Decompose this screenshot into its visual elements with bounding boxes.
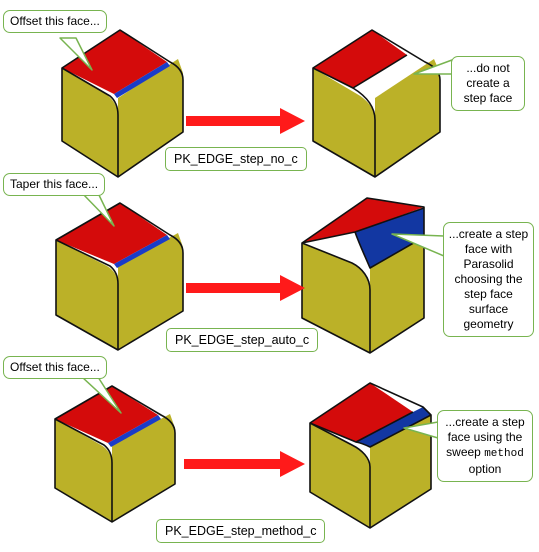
- source-block-1: [61, 29, 184, 178]
- right-callout-1: ...do not create a step face: [451, 56, 525, 111]
- step-option-label-3: PK_EDGE_step_method_c: [156, 519, 326, 543]
- step-option-label-3-text: PK_EDGE_step_method_c: [165, 524, 317, 538]
- row-1: [59, 29, 453, 178]
- step-option-label-2-text: PK_EDGE_step_auto_c: [175, 333, 310, 347]
- process-arrow-3: [184, 451, 305, 477]
- right-callout-3: ...create a step face using the sweep me…: [437, 410, 533, 482]
- left-callout-1-text: Offset this face...: [10, 14, 100, 28]
- right-callout-2-text: ...create a step face with Parasolid cho…: [448, 227, 529, 331]
- right-callout-3-text: ...create a step face using the sweep: [445, 415, 525, 459]
- step-option-label-1-text: PK_EDGE_step_no_c: [174, 152, 298, 166]
- result-block-1: [312, 29, 441, 178]
- left-callout-3: Offset this face...: [3, 356, 107, 379]
- result-block-3: [309, 382, 432, 529]
- left-callout-pointer-1: [59, 37, 93, 71]
- left-callout-2-text: Taper this face...: [10, 177, 99, 191]
- process-arrow-1: [186, 108, 305, 134]
- step-option-label-1: PK_EDGE_step_no_c: [165, 147, 307, 171]
- left-callout-3-text: Offset this face...: [10, 360, 100, 374]
- right-callout-3-code: method: [484, 448, 524, 460]
- row-3: [54, 376, 439, 529]
- left-callout-2: Taper this face...: [3, 173, 106, 196]
- right-callout-3-text-post: option: [468, 462, 502, 476]
- left-callout-1: Offset this face...: [3, 10, 107, 33]
- right-callout-2: ...create a step face with Parasolid cho…: [443, 222, 534, 337]
- row-2: [55, 192, 445, 354]
- source-block-3: [54, 385, 176, 523]
- source-block-2: [55, 202, 184, 351]
- process-arrow-2: [186, 275, 305, 301]
- step-option-label-2: PK_EDGE_step_auto_c: [166, 328, 319, 352]
- result-block-2: [301, 197, 425, 354]
- right-callout-1-text: ...do not create a step face: [463, 61, 513, 105]
